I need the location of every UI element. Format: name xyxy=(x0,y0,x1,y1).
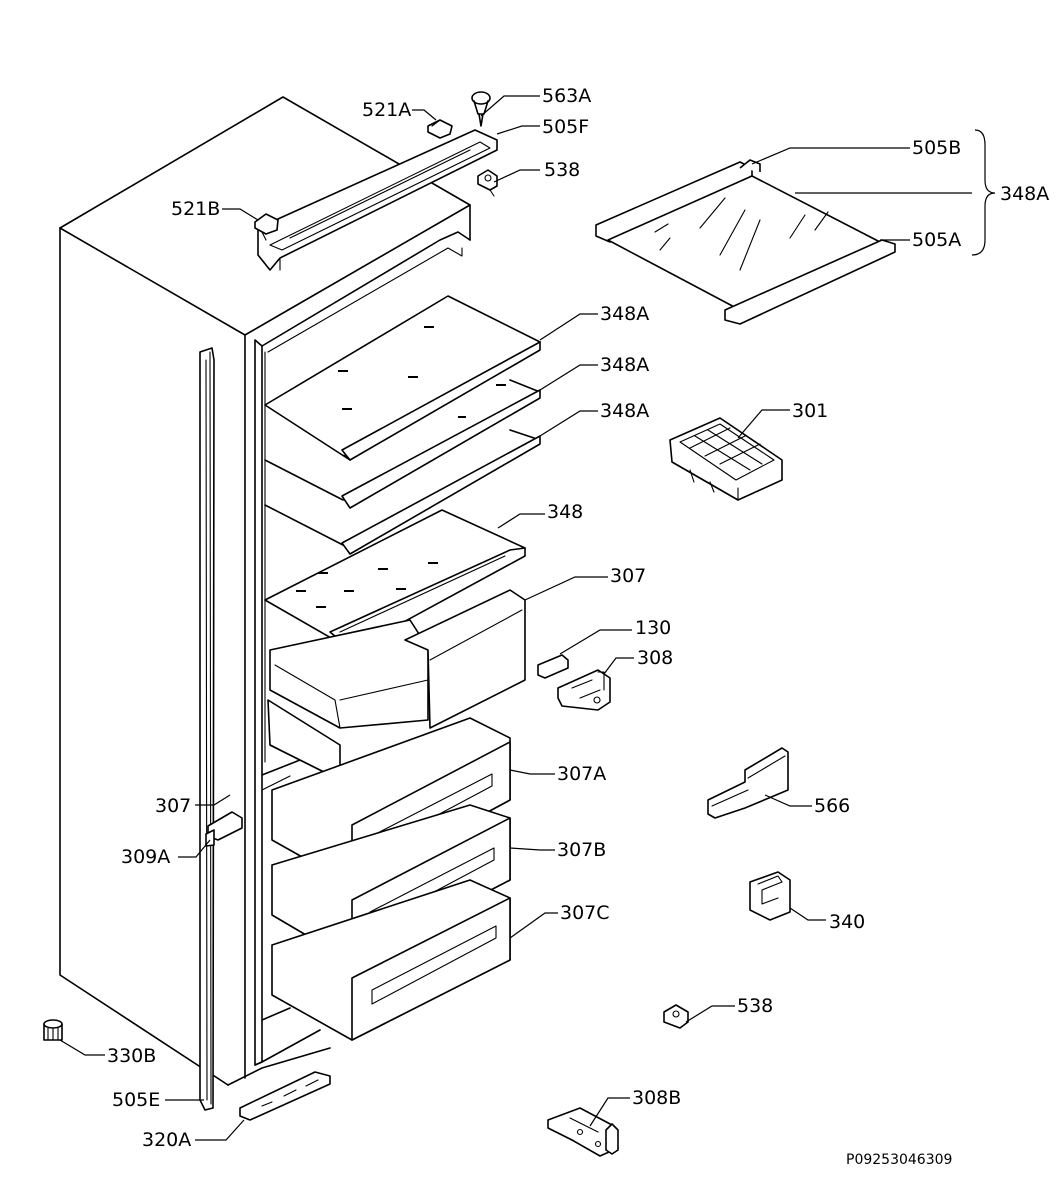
label-301: 301 xyxy=(792,400,828,422)
hinge-cap-563a xyxy=(471,91,491,127)
label-309a: 309A xyxy=(121,846,170,868)
top-hinge-strip-505f xyxy=(257,129,498,271)
label-348a-1: 348A xyxy=(600,303,649,325)
label-505e: 505E xyxy=(112,1089,160,1111)
label-566: 566 xyxy=(814,795,850,817)
bracket-538-top xyxy=(477,169,498,197)
label-307-left: 307 xyxy=(155,795,191,817)
label-348a-brace: 348A xyxy=(1000,183,1049,205)
label-307b: 307B xyxy=(557,839,606,861)
crisper-drawer-left xyxy=(269,619,429,729)
bracket-340 xyxy=(749,871,791,921)
crisper-drawer-right xyxy=(404,589,526,729)
label-320a: 320A xyxy=(142,1129,191,1151)
refrigerator-cabinet xyxy=(59,96,471,1086)
foot-330b xyxy=(43,1019,63,1041)
label-348: 348 xyxy=(547,501,583,523)
reference-number: P09253046309 xyxy=(846,1152,952,1168)
label-521b: 521B xyxy=(171,198,220,220)
hinge-pin-521a xyxy=(427,119,453,139)
label-505b: 505B xyxy=(912,137,961,159)
hinge-pin-521b xyxy=(254,213,279,241)
part-130 xyxy=(537,654,569,679)
brace-348a xyxy=(971,129,996,256)
glass-shelf-2 xyxy=(264,379,541,509)
label-505f: 505F xyxy=(542,116,589,138)
leader-lines xyxy=(59,95,972,1141)
door-gasket-505e xyxy=(199,347,215,1111)
freezer-drawer-307c xyxy=(271,879,511,1041)
label-307-right: 307 xyxy=(610,565,646,587)
part-labels: 563A 521A 505F 538 521B 505B 348A 505A 3… xyxy=(107,85,1049,1168)
label-563a: 563A xyxy=(542,85,591,107)
label-330b: 330B xyxy=(107,1045,156,1067)
label-307c: 307C xyxy=(560,902,610,924)
label-348a-3: 348A xyxy=(600,400,649,422)
ice-cube-tray-301 xyxy=(669,417,783,501)
hinge-308b xyxy=(547,1107,619,1157)
hinge-bracket-308 xyxy=(557,669,611,711)
spare-glass-shelf-348a xyxy=(595,159,896,325)
hinge-plate-320a xyxy=(239,1071,331,1121)
bracket-538-bottom xyxy=(663,1004,689,1029)
bottle-holder-566 xyxy=(707,747,789,819)
label-340: 340 xyxy=(829,911,865,933)
label-308: 308 xyxy=(637,647,673,669)
glass-shelf-3 xyxy=(264,429,541,555)
glass-shelf-1 xyxy=(264,295,541,461)
label-130: 130 xyxy=(635,617,671,639)
label-505a: 505A xyxy=(912,229,961,251)
label-308b: 308B xyxy=(632,1087,681,1109)
label-521a: 521A xyxy=(362,99,411,121)
glass-speckles xyxy=(296,326,506,608)
label-538-bottom: 538 xyxy=(737,995,773,1017)
label-538-top: 538 xyxy=(544,159,580,181)
label-307a: 307A xyxy=(557,763,606,785)
label-348a-2: 348A xyxy=(600,354,649,376)
